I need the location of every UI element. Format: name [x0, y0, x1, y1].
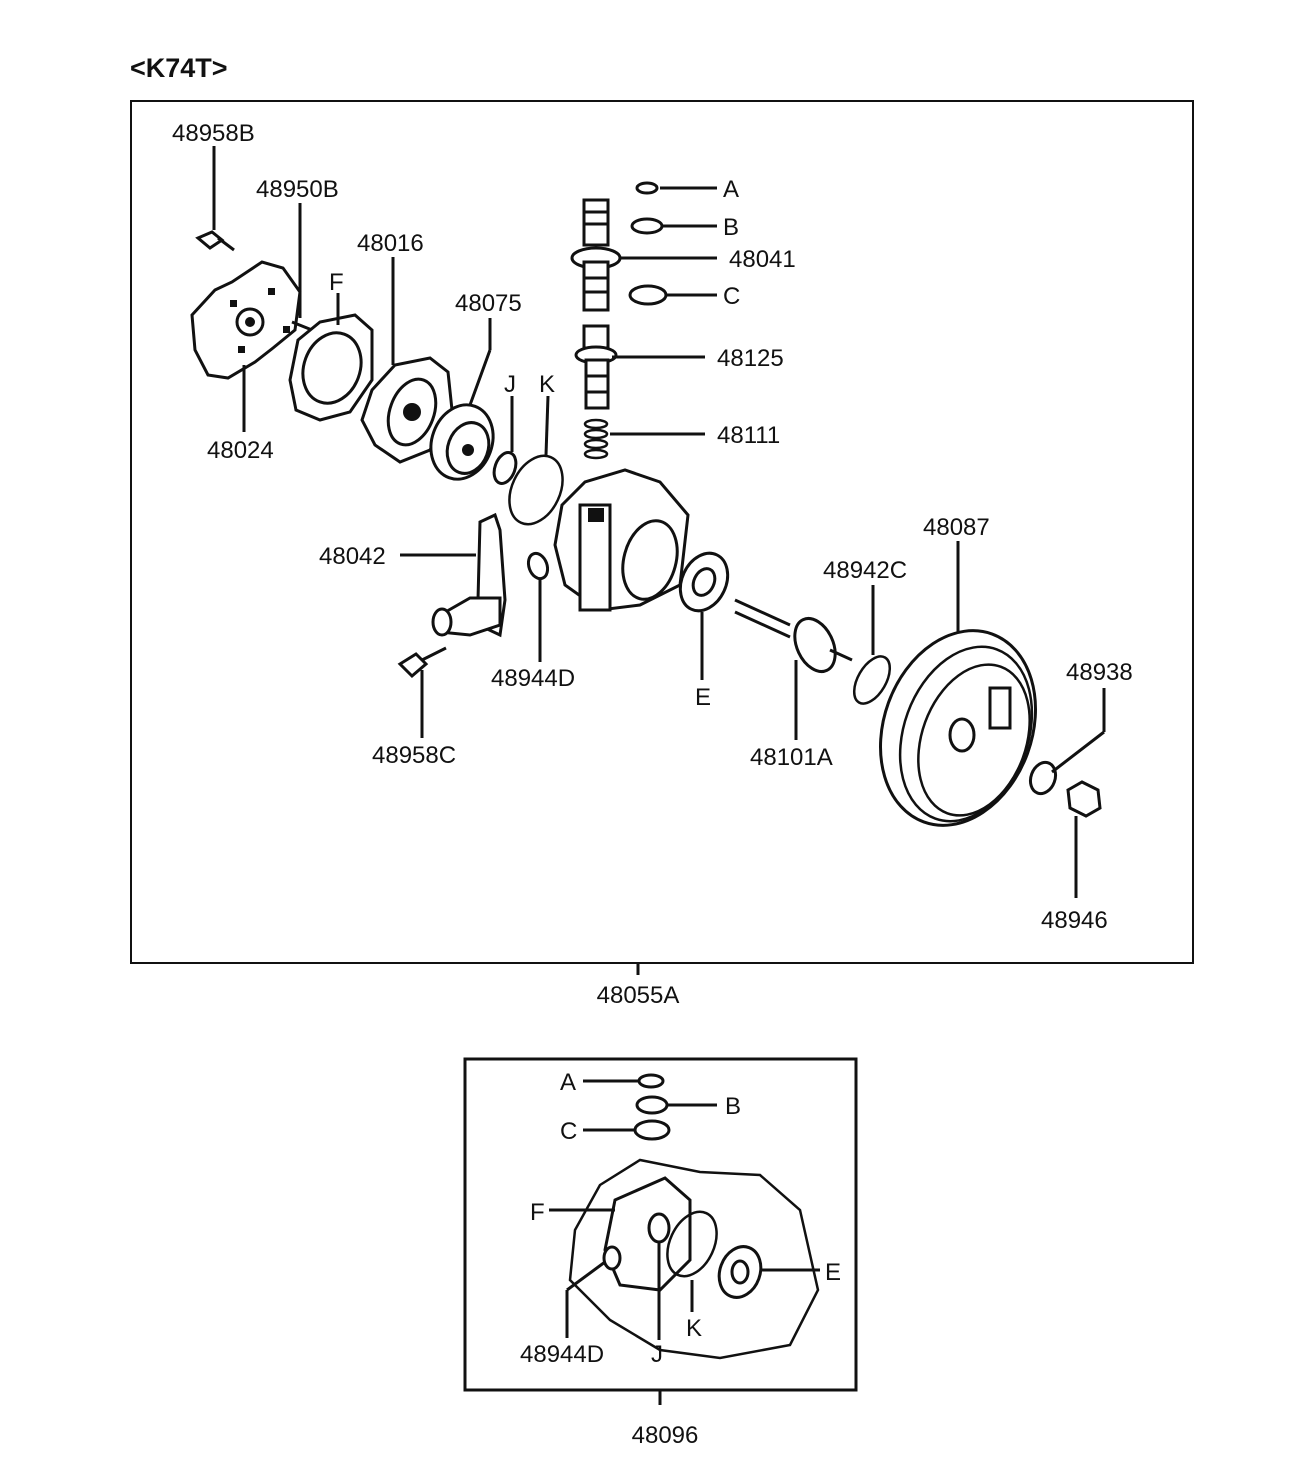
- connector-48041-part: [570, 198, 622, 312]
- bolt-48958C-part: [397, 646, 447, 679]
- oring-48944D-part: [526, 551, 550, 581]
- label-48024: 48024: [207, 437, 274, 464]
- label-C: C: [723, 283, 740, 310]
- main-assembly-number: 48055A: [597, 982, 680, 1009]
- kit-label-F: F: [530, 1199, 545, 1226]
- diagram-title: <K74T>: [130, 53, 228, 83]
- kit-leader-lines: [549, 1079, 820, 1340]
- oring-K-part: [508, 454, 564, 526]
- seal-E-part: [678, 551, 730, 613]
- label-48041: 48041: [729, 246, 796, 273]
- label-48111: 48111: [717, 422, 780, 449]
- label-48958C: 48958C: [372, 742, 456, 769]
- pump-body-part: [553, 468, 690, 612]
- washer-48938-part: [1028, 760, 1058, 796]
- main-leader-lines: [212, 146, 1106, 898]
- kit-gasket-F-part: [603, 1176, 692, 1292]
- kit-seal-E-part: [717, 1245, 763, 1299]
- cam-ring-48016-part: [360, 356, 454, 464]
- kit-oring-48944D-part: [602, 1245, 622, 1271]
- bracket-48042-part: [431, 512, 507, 638]
- kit-label-A: A: [560, 1069, 576, 1096]
- kit-assembly-number: 48096: [632, 1422, 699, 1449]
- gasket-F-part: [288, 313, 374, 422]
- main-assembly-frame: [130, 100, 1194, 964]
- label-K: K: [539, 371, 555, 398]
- valve-48125-part: [574, 324, 618, 410]
- label-48942C: 48942C: [823, 557, 907, 584]
- snap-ring-48942C-part: [852, 655, 892, 705]
- cover-plate-48024-part: [190, 260, 302, 380]
- nut-48946-part: [1066, 780, 1102, 818]
- kit-label-E: E: [825, 1259, 841, 1286]
- label-48125: 48125: [717, 345, 784, 372]
- label-48946: 48946: [1041, 907, 1108, 934]
- label-E: E: [695, 684, 711, 711]
- shaft-48101A-part: [734, 598, 853, 673]
- oring-J-part: [492, 451, 518, 485]
- kit-body-outline: [568, 1158, 820, 1360]
- washer-A-part: [635, 181, 659, 195]
- kit-label-B: B: [725, 1093, 741, 1120]
- washer-C-part: [628, 284, 668, 306]
- kit-label-K: K: [686, 1315, 702, 1342]
- kit-label-48944D: 48944D: [520, 1341, 604, 1368]
- kit-washer-C-part: [633, 1119, 671, 1141]
- spring-48111-part: [583, 418, 609, 460]
- label-48075: 48075: [455, 290, 522, 317]
- pulley-48087-part: [879, 629, 1037, 827]
- kit-washer-A-part: [637, 1073, 665, 1089]
- bolt-48958B-part: [195, 230, 235, 252]
- label-48101A: 48101A: [750, 744, 833, 771]
- kit-label-C: C: [560, 1118, 577, 1145]
- pin-48950B-part: [291, 320, 313, 332]
- label-A: A: [723, 176, 739, 203]
- label-48958B: 48958B: [172, 120, 255, 147]
- label-48950B: 48950B: [256, 176, 339, 203]
- label-J: J: [504, 371, 516, 398]
- label-F: F: [329, 269, 344, 296]
- kit-oring-K-part: [666, 1210, 718, 1278]
- label-48087: 48087: [923, 514, 990, 541]
- label-48938: 48938: [1066, 659, 1133, 686]
- label-B: B: [723, 214, 739, 241]
- label-48042: 48042: [319, 543, 386, 570]
- kit-label-J: J: [651, 1341, 663, 1368]
- rotor-48075-part: [429, 403, 495, 481]
- label-48016: 48016: [357, 230, 424, 257]
- kit-washer-B-part: [635, 1095, 669, 1115]
- washer-B-part: [630, 217, 664, 235]
- label-48944D: 48944D: [491, 665, 575, 692]
